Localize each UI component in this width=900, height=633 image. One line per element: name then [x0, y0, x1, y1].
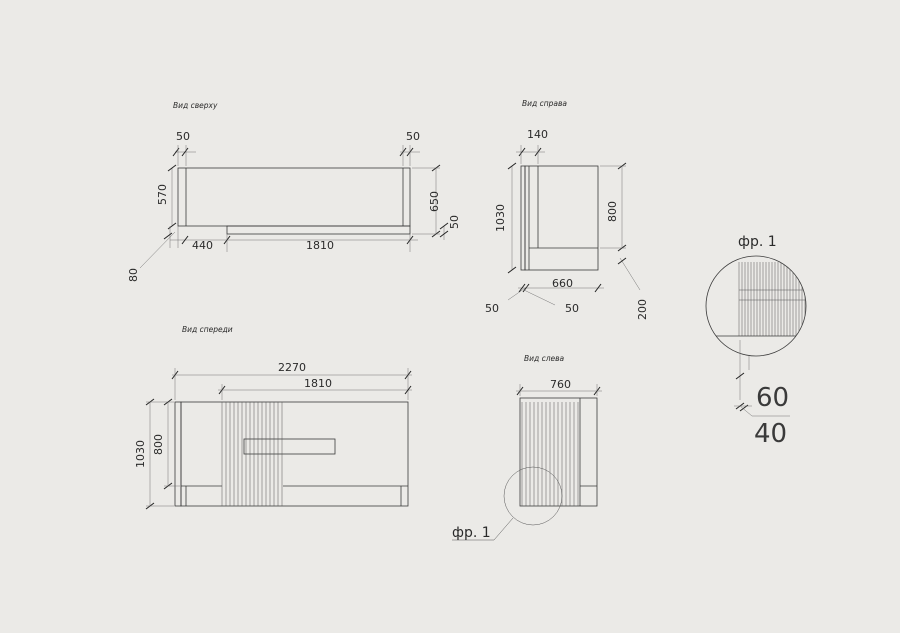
front-dim-height-total: 1030: [134, 440, 147, 468]
top-view: Вид сверху: [127, 101, 461, 282]
detail-dim-b: 40: [754, 419, 787, 449]
right-view-title: Вид справа: [522, 99, 567, 108]
left-view-title: Вид слева: [524, 354, 565, 363]
front-dim-total-length: 2270: [278, 361, 306, 374]
front-dim-height: 800: [152, 434, 165, 455]
front-view-title: Вид спереди: [182, 325, 233, 334]
top-dim-left-thickness: 50: [176, 130, 190, 143]
front-view-slats: [221, 402, 283, 506]
front-view-outline: [174, 401, 409, 507]
left-view-slats: [521, 402, 579, 506]
top-dim-length: 1810: [306, 239, 334, 252]
detail-view: фр. 1 60 40: [705, 234, 807, 449]
detail-callout-label: фр. 1: [452, 525, 491, 541]
detail-callout: [452, 466, 563, 541]
left-view-dims: [516, 384, 602, 396]
detail-dim-a: 60: [756, 383, 789, 413]
top-dim-bottom-thickness: 50: [448, 215, 461, 229]
detail-title: фр. 1: [738, 234, 777, 250]
detail-dims: [734, 340, 790, 417]
right-view-outline: [520, 165, 599, 271]
top-dim-overhang: 80: [127, 268, 140, 282]
detail-slats: [738, 262, 806, 336]
right-dim-plinth: 200: [636, 299, 649, 320]
right-view-dims: [507, 145, 641, 306]
right-dim-top-depth: 140: [527, 128, 548, 141]
right-dim-side-b: 50: [565, 302, 579, 315]
right-dim-base-depth: 660: [552, 277, 573, 290]
right-dim-height: 800: [606, 201, 619, 222]
top-dim-offset: 440: [192, 239, 213, 252]
top-dim-total-depth: 650: [428, 191, 441, 212]
left-view: Вид слева 760 фр. 1: [452, 354, 602, 541]
top-view-dims: [139, 145, 449, 269]
front-view-dims: [145, 368, 412, 510]
right-dim-height-total: 1030: [494, 204, 507, 232]
right-view: Вид справа 140 1030 800 660: [485, 99, 649, 320]
front-view: Вид спереди 2270 1810 1030: [134, 325, 412, 510]
front-dim-length: 1810: [304, 377, 332, 390]
left-view-outline: [519, 397, 598, 507]
top-view-title: Вид сверху: [173, 101, 218, 110]
top-dim-right-thickness: 50: [406, 130, 420, 143]
right-dim-side-a: 50: [485, 302, 499, 315]
top-view-outline: [177, 167, 411, 235]
top-dim-depth: 570: [156, 184, 169, 205]
left-dim-depth: 760: [550, 378, 571, 391]
